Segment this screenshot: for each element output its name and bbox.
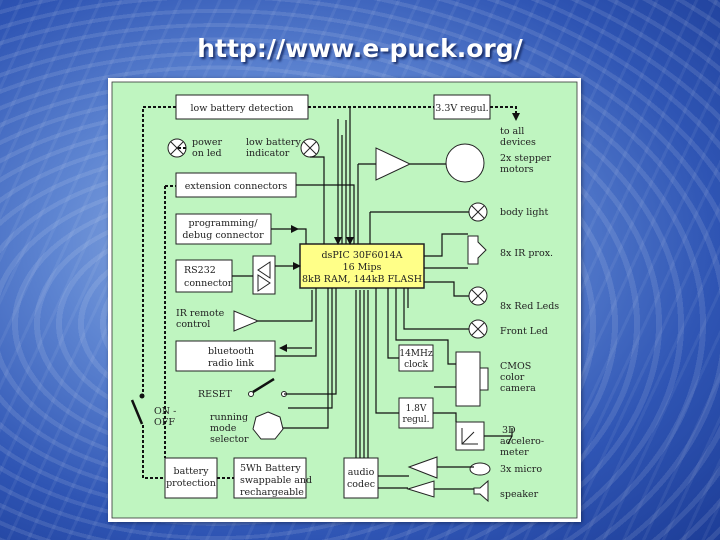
to-all-devices-label-2: devices bbox=[500, 137, 536, 148]
camera-label-2: color bbox=[500, 372, 525, 383]
bluetooth-label-2: radio link bbox=[208, 358, 254, 369]
stepper-motors-label-2: motors bbox=[500, 164, 534, 175]
power-led-label-2: on led bbox=[192, 148, 222, 159]
programming-connector-label-2: debug connector bbox=[182, 230, 264, 241]
mode-selector-icon bbox=[252, 411, 284, 440]
power-led-label-1: power bbox=[192, 137, 223, 148]
on-off-label-2: OFF bbox=[154, 417, 175, 428]
speaker-icon bbox=[473, 479, 489, 503]
slide-title: http://www.e-puck.org/ bbox=[197, 34, 523, 63]
ir-prox-label: 8x IR prox. bbox=[500, 248, 553, 259]
low-battery-indicator-label-1: low battery bbox=[246, 137, 301, 148]
accelerometer-label-1: 3D bbox=[502, 425, 516, 436]
rs232-label-2: connector bbox=[184, 278, 233, 289]
bluetooth-label-1: bluetooth bbox=[208, 346, 254, 357]
running-mode-label-3: selector bbox=[210, 434, 249, 445]
low-battery-detection-box bbox=[175, 94, 309, 120]
programming-connector-label-1: programming/ bbox=[188, 218, 258, 229]
low-battery-indicator-label-2: indicator bbox=[246, 148, 290, 159]
battery-protection-label-2: protection bbox=[166, 478, 216, 489]
dspic-label-3: 8kB RAM, 144kB FLASH bbox=[302, 274, 422, 285]
running-mode-label-1: running bbox=[210, 412, 248, 423]
power-wiring bbox=[142, 106, 520, 479]
diagram-background bbox=[111, 81, 578, 519]
front-led-label: Front Led bbox=[500, 326, 548, 337]
rs232-transceiver-box bbox=[252, 255, 276, 295]
regulator-3v3-box bbox=[433, 94, 491, 120]
on-off-switch-icon bbox=[130, 399, 144, 425]
speaker-label: speaker bbox=[500, 489, 539, 500]
micro-label: 3x micro bbox=[500, 464, 542, 475]
microphone-icon bbox=[469, 462, 491, 476]
audio-codec-label-2: codec bbox=[347, 479, 375, 490]
battery-protection-label-1: battery bbox=[174, 466, 210, 477]
block-diagram-panel: low battery detection 3.3V regul. extens… bbox=[108, 78, 581, 522]
audio-codec-box bbox=[343, 457, 379, 499]
stepper-motors-label-1: 2x stepper bbox=[500, 153, 552, 164]
ir-prox-sensor-icon bbox=[467, 235, 487, 265]
reset-label: RESET bbox=[198, 389, 233, 400]
dspic-label-1: dsPIC 30F6014A bbox=[321, 250, 402, 261]
programming-connector-box bbox=[175, 213, 272, 245]
red-leds-label: 8x Red Leds bbox=[500, 301, 559, 312]
dspic-label-2: 16 Mips bbox=[343, 262, 382, 273]
rs232-label-1: RS232 bbox=[184, 265, 216, 276]
ir-remote-label-2: control bbox=[176, 319, 210, 330]
running-mode-label-2: mode bbox=[210, 423, 237, 434]
bluetooth-box bbox=[175, 340, 276, 372]
rs232-receiver-icon bbox=[257, 274, 271, 292]
extension-connectors-label: extension connectors bbox=[185, 181, 288, 192]
accelerometer-label-2: accelero- bbox=[500, 436, 544, 447]
battery-label-3: rechargeable bbox=[240, 487, 304, 498]
camera-label-1: CMOS bbox=[500, 361, 531, 372]
dspic-box bbox=[299, 243, 425, 289]
reset-switch-icon bbox=[252, 377, 275, 394]
clock-label-2: clock bbox=[404, 360, 428, 370]
extension-connectors-box bbox=[175, 172, 297, 198]
camera-lens bbox=[479, 367, 489, 391]
regulator-3v3-label: 3.3V regul. bbox=[435, 103, 488, 114]
accelerometer-label-3: meter bbox=[500, 447, 529, 458]
stepper-motor-icon bbox=[445, 143, 485, 183]
to-all-devices-label-1: to all bbox=[500, 126, 524, 137]
rs232-driver-icon bbox=[257, 261, 271, 279]
audio-codec-label-1: audio bbox=[348, 467, 375, 478]
on-off-label-1: ON - bbox=[154, 406, 176, 417]
accelerometer-axes bbox=[461, 428, 478, 445]
regulator-1v8-label-2: regul. bbox=[403, 415, 430, 425]
body-light-label: body light bbox=[500, 207, 549, 218]
regulator-1v8-label-1: 1.8V bbox=[406, 404, 427, 414]
reset-contact-left bbox=[248, 391, 254, 397]
ir-remote-label-1: IR remote bbox=[176, 308, 225, 319]
battery-label-1: 5Wh Battery bbox=[240, 463, 301, 474]
battery-label-2: swappable and bbox=[240, 475, 312, 486]
block-diagram: low battery detection 3.3V regul. extens… bbox=[111, 81, 578, 519]
camera-box bbox=[455, 351, 481, 407]
camera-label-3: camera bbox=[500, 383, 536, 394]
ir-receiver-icon bbox=[233, 310, 260, 332]
clock-label-1: 14MHz bbox=[399, 349, 433, 359]
low-battery-detection-label: low battery detection bbox=[191, 103, 294, 114]
